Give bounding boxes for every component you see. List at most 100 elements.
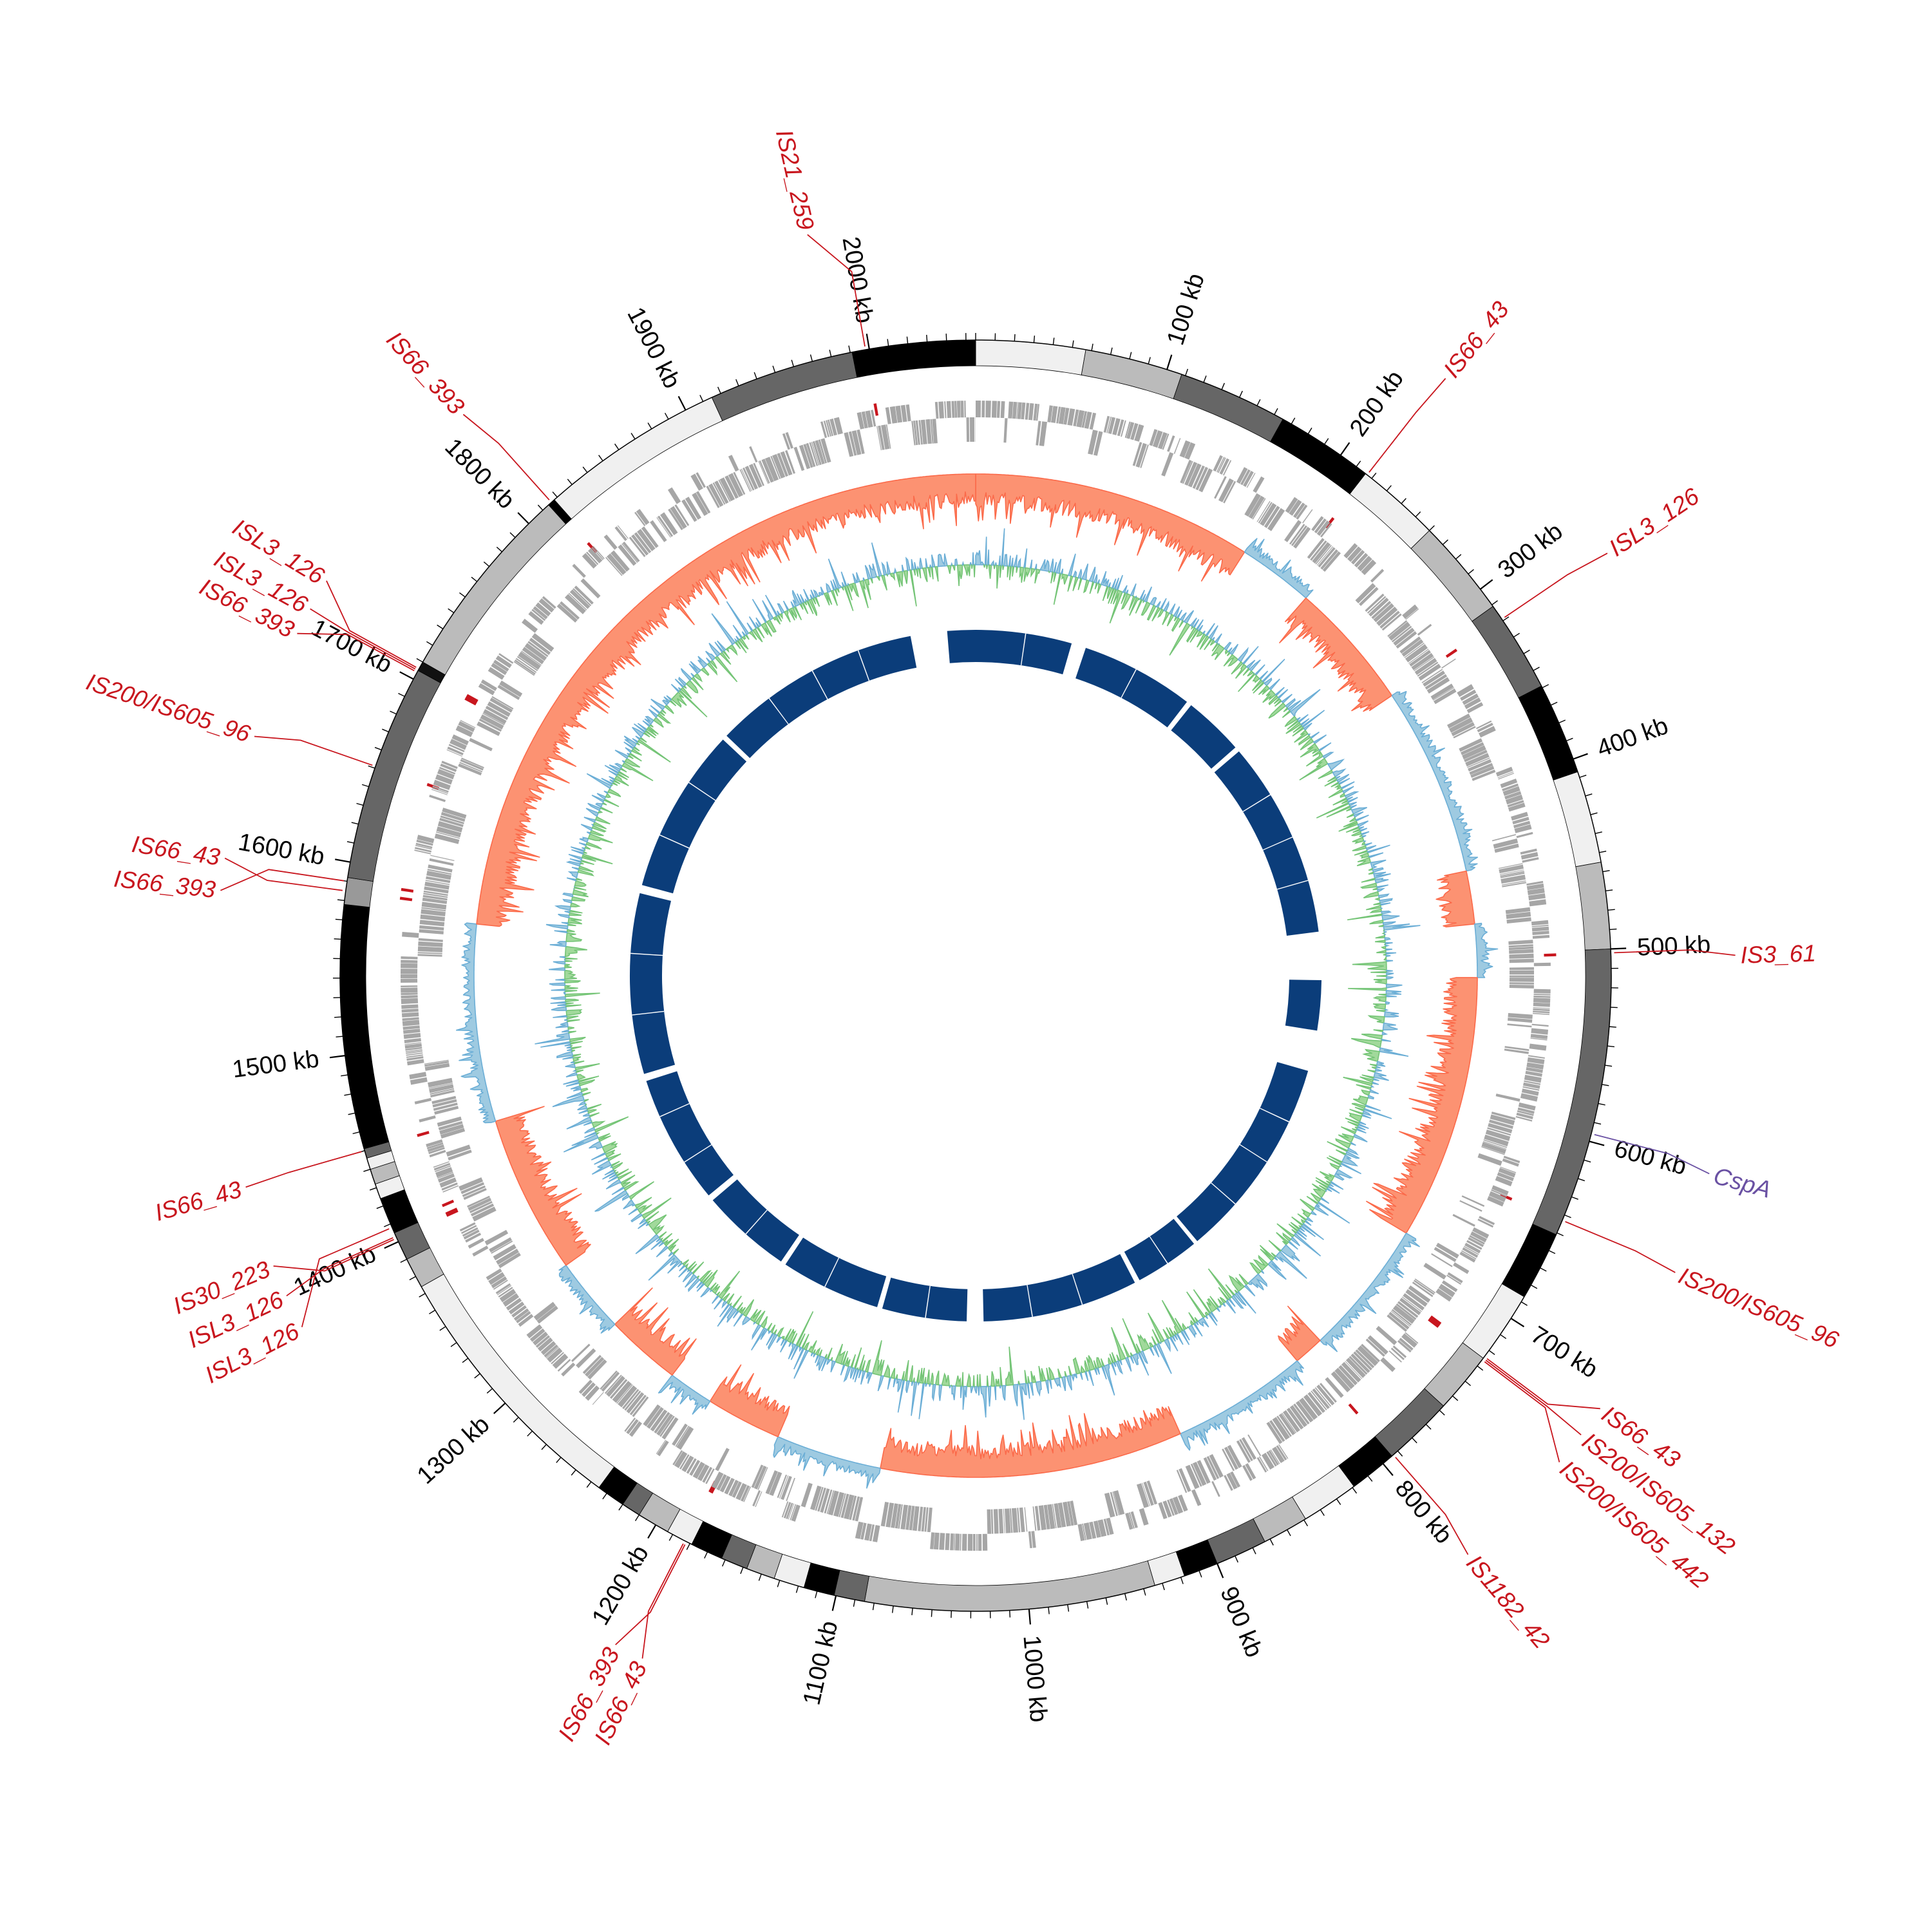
ideogram-ring	[339, 339, 1612, 1612]
gene-block	[1331, 1371, 1351, 1392]
gc-content-above-segment	[1301, 710, 1325, 728]
gene-block	[996, 401, 1001, 418]
gc-content-below-segment	[1030, 1370, 1037, 1383]
tick-major	[1573, 753, 1588, 760]
gc-content-above-segment	[635, 735, 641, 741]
gene-block	[849, 1495, 857, 1520]
tick-minor	[1602, 1084, 1609, 1086]
gc-content-below-segment	[1359, 882, 1378, 889]
gc-content-below-segment	[1016, 566, 1019, 573]
gene-label-cspa: CspA	[1711, 1162, 1774, 1203]
gene-block	[1477, 1153, 1502, 1166]
tick-minor	[1124, 1593, 1127, 1601]
gc-content-above-segment	[1029, 559, 1033, 569]
gc-content-below-segment	[1373, 1029, 1384, 1032]
gc-content-below-segment	[566, 1019, 580, 1023]
gc-content-below-segment	[1024, 1370, 1028, 1385]
gc-content-above-segment	[881, 562, 887, 576]
gene-block	[624, 1390, 641, 1411]
gene-block	[1526, 880, 1544, 886]
gc-content-above-segment	[605, 1179, 622, 1189]
gene-block	[582, 1354, 602, 1374]
gene-block	[728, 1479, 739, 1497]
gene-block	[1213, 455, 1223, 472]
gc-skew-positive-segment	[558, 1264, 616, 1334]
gene-block	[689, 1459, 701, 1476]
gene-block	[1517, 1110, 1534, 1116]
gene-block	[1077, 1524, 1085, 1541]
tick-minor	[630, 433, 636, 440]
gene-block	[1435, 1288, 1452, 1302]
gc-skew-track	[455, 473, 1499, 1489]
gene-block	[626, 1392, 645, 1414]
gene-block	[733, 471, 746, 495]
gene-block	[1128, 1512, 1135, 1529]
gc-content-below-segment	[1034, 569, 1041, 584]
gc-content-below-segment	[1061, 573, 1069, 585]
gc-content-above-segment	[1010, 557, 1014, 567]
tick-minor	[1492, 600, 1498, 605]
tick-minor	[647, 422, 652, 430]
gene-block	[440, 763, 457, 772]
gene-block	[497, 685, 520, 700]
gc-content-below-segment	[1376, 1010, 1386, 1012]
gc-content-below-segment	[1369, 919, 1384, 925]
gc-content-below-segment	[576, 1074, 586, 1081]
gene-block	[1472, 770, 1496, 781]
tick-minor	[1464, 1381, 1472, 1387]
tick-minor	[1584, 1159, 1591, 1163]
gene-block	[1084, 412, 1092, 429]
gene-block	[629, 1421, 642, 1437]
gene-block	[1502, 786, 1520, 796]
gc-content-below-segment	[607, 788, 621, 797]
leader-line	[1504, 553, 1608, 618]
gene-block	[406, 1050, 423, 1054]
gc-content-below-segment	[1182, 1322, 1188, 1331]
gc-content-above-segment	[1130, 583, 1137, 597]
gc-content-below-segment	[1161, 1300, 1182, 1334]
gc-content-below-segment	[926, 1369, 930, 1385]
gene-block	[422, 897, 448, 904]
gc-content-above-segment	[1100, 571, 1110, 587]
gene-block	[502, 1293, 520, 1307]
gene-block	[857, 429, 865, 454]
gene-block	[561, 1362, 576, 1377]
gene-block	[1520, 848, 1537, 855]
gene-block	[1135, 442, 1147, 468]
gc-content-below-segment	[1186, 1326, 1190, 1329]
gene-block	[434, 833, 460, 844]
gene-block	[864, 1523, 872, 1541]
ideogram-band	[851, 339, 976, 378]
is-marker	[442, 1199, 455, 1208]
gene-block	[1345, 1361, 1363, 1379]
tick-minor	[1429, 525, 1435, 531]
gc-content-above-segment	[1381, 914, 1400, 921]
inner-block	[983, 1254, 1135, 1321]
gene-block	[1094, 431, 1103, 456]
gc-content-below-segment	[921, 567, 928, 582]
gene-block	[1502, 783, 1519, 791]
gene-block	[422, 895, 448, 901]
gene-block	[402, 1017, 419, 1021]
gene-block	[1500, 1166, 1517, 1173]
gc-content-below-segment	[1038, 1366, 1046, 1382]
gene-block	[1391, 1309, 1412, 1326]
is-marker	[873, 403, 878, 416]
gc-content-below-segment	[575, 877, 583, 881]
gc-content-above-segment	[565, 1072, 578, 1077]
gene-block	[998, 1509, 1004, 1534]
gene-block	[815, 440, 825, 465]
gene-block	[1162, 1501, 1172, 1518]
gene-block	[1227, 1444, 1242, 1468]
gene-block	[582, 1382, 596, 1397]
leader-line	[297, 632, 415, 672]
gene-block	[1447, 1272, 1463, 1283]
gene-block	[1240, 469, 1251, 486]
gene-block	[404, 1043, 422, 1049]
tick-minor	[582, 466, 588, 473]
gene-block	[1270, 1449, 1280, 1464]
gene-block	[1112, 1492, 1120, 1516]
gene-block	[1188, 463, 1202, 488]
gene-block	[601, 1372, 620, 1392]
tick-label: 300 kb	[1493, 518, 1567, 584]
